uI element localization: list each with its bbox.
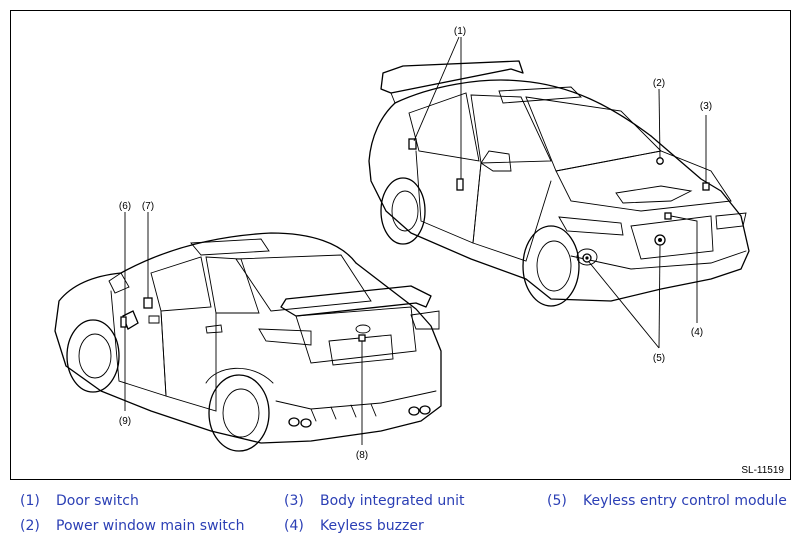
callout-8: (8) [356, 450, 368, 461]
legend-number: (2) [20, 518, 40, 534]
front-view-car [368, 36, 750, 349]
diagram-frame: (1) (2) (3) (4) (5) (6) (7) (8) (9) SL-1… [10, 10, 791, 480]
rear-door-switch-marker [143, 297, 153, 309]
figure-code: SL-11519 [741, 465, 784, 476]
door-switch-front-right [456, 178, 464, 191]
legend-item-door-switch: (1) Door switch [20, 493, 139, 509]
legend-number: (4) [284, 518, 304, 534]
vehicle-component-diagram: (1) (2) (3) (4) (5) (6) (7) (8) (9) [54, 26, 750, 461]
legend-label: Keyless buzzer [320, 518, 424, 534]
callout-1: (1) [454, 26, 466, 37]
legend-item-power-window-main-switch: (2) Power window main switch [20, 518, 244, 534]
callout-7: (7) [142, 201, 154, 212]
callout-2: (2) [653, 78, 665, 89]
rear-view-car [54, 212, 442, 452]
legend-item-keyless-entry-control-module: (5) Keyless entry control module [547, 493, 787, 509]
callout-4: (4) [691, 327, 703, 338]
legend-label: Door switch [56, 493, 139, 509]
legend-label: Keyless entry control module [583, 493, 787, 509]
legend-item-body-integrated-unit: (3) Body integrated unit [284, 493, 464, 509]
legend-label: Power window main switch [56, 518, 245, 534]
door-lock-marker [120, 316, 127, 328]
callout-3: (3) [700, 101, 712, 112]
power-window-main-switch-marker [656, 157, 664, 165]
body-integrated-unit-marker [702, 182, 710, 191]
legend-number: (1) [20, 493, 40, 509]
legend-number: (5) [547, 493, 567, 509]
callout-5: (5) [653, 353, 665, 364]
trunk-switch-marker [358, 334, 366, 342]
door-switch-front-left [408, 138, 417, 150]
callout-9: (9) [119, 416, 131, 427]
legend-number: (3) [284, 493, 304, 509]
keyless-buzzer-marker [664, 212, 672, 220]
callout-6: (6) [119, 201, 131, 212]
legend-label: Body integrated unit [320, 493, 465, 509]
legend-item-keyless-buzzer: (4) Keyless buzzer [284, 518, 424, 534]
legend: (1) Door switch (2) Power window main swit… [0, 486, 803, 543]
